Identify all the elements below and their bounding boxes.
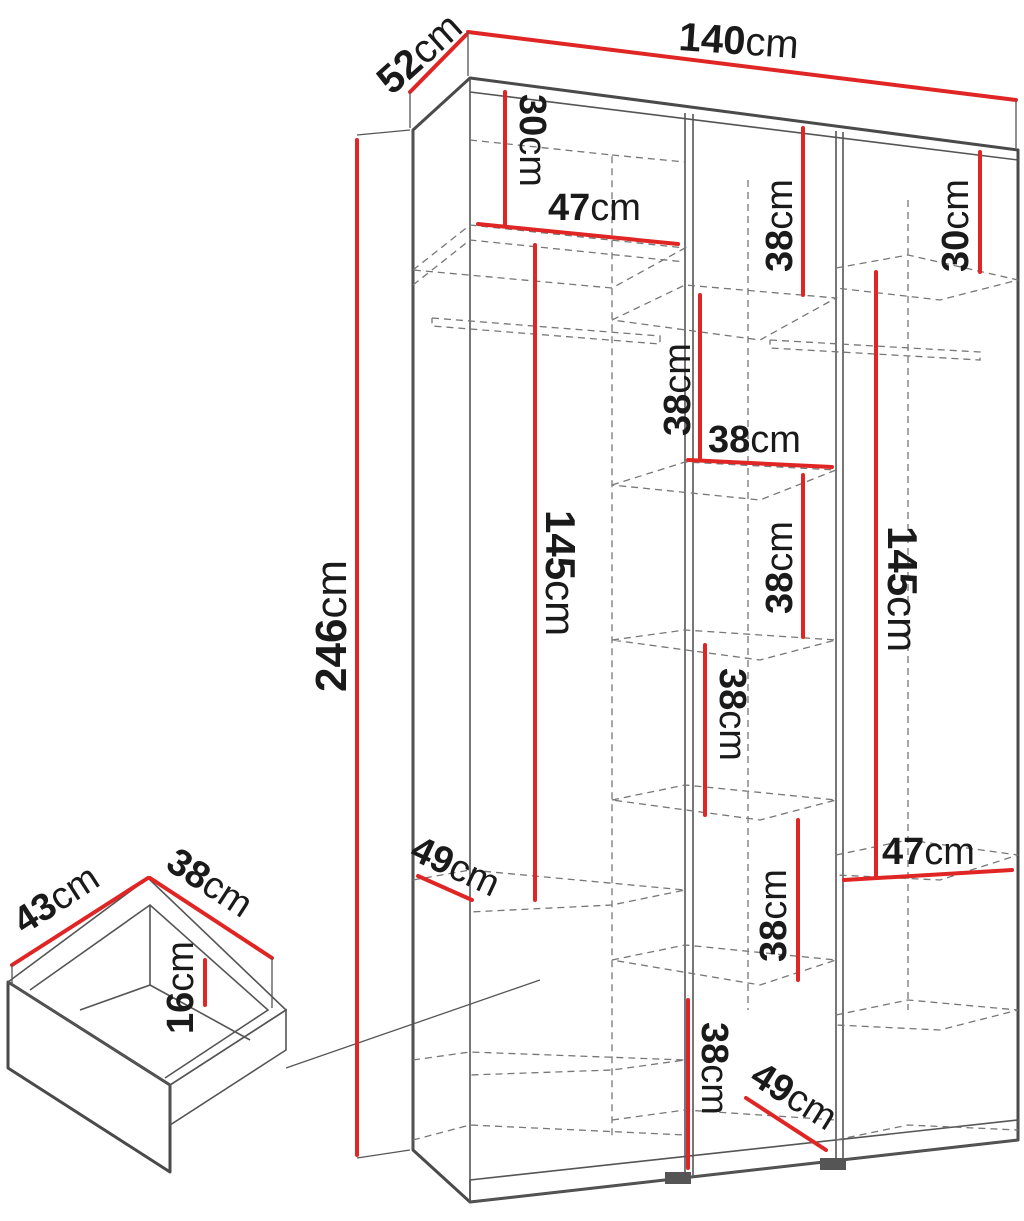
dimension-lines [10,30,1018,1170]
drawer-depth-label: 38cm [159,840,260,926]
right-hanging-label: 145cm [879,526,926,652]
depth-line [408,33,468,94]
mid-shelf-width-label: 38cm [708,419,801,461]
drawer-width-line [10,876,150,967]
right-top-shelf-label: 30cm [935,179,977,272]
mid-shelf-width-line [686,458,834,469]
wardrobe-outline [411,76,1020,1204]
drawer-depth-line [148,876,274,960]
mid-shelf-4-label: 38cm [711,668,753,761]
drawer-width-label: 43cm [6,857,107,943]
drawer-height-label: 16cm [160,941,202,1034]
mid-depth-line [744,1096,828,1152]
width-label: 140cm [677,15,800,67]
left-depth-line [416,874,474,902]
right-shelf-width-line [842,868,1014,882]
right-foot [820,1158,846,1170]
left-shelf-width-label: 47cm [548,187,641,229]
left-foot [665,1172,691,1184]
mid-depth-label: 49cm [743,1054,844,1139]
dimension-labels: 140cm 52cm 246cm 30cm 47cm 145cm 49cm 38… [6,5,977,1139]
mid-shelf-5-label: 38cm [753,869,795,962]
drawer-outline [6,876,541,1174]
left-hanging-label: 145cm [537,510,584,636]
width-line [466,30,1018,102]
depth-label: 52cm [369,5,471,103]
interior-hidden-lines [412,139,1019,1141]
left-shelf-width-line [476,222,680,246]
left-top-shelf-label: 30cm [511,94,553,187]
mid-shelf-6-label: 38cm [693,1022,735,1115]
right-shelf-width-label: 47cm [882,831,975,873]
mid-shelf-3-label: 38cm [759,521,801,614]
mid-shelf-1-label: 38cm [759,179,801,272]
height-label: 246cm [307,560,356,692]
mid-shelf-2-label: 38cm [657,343,699,436]
